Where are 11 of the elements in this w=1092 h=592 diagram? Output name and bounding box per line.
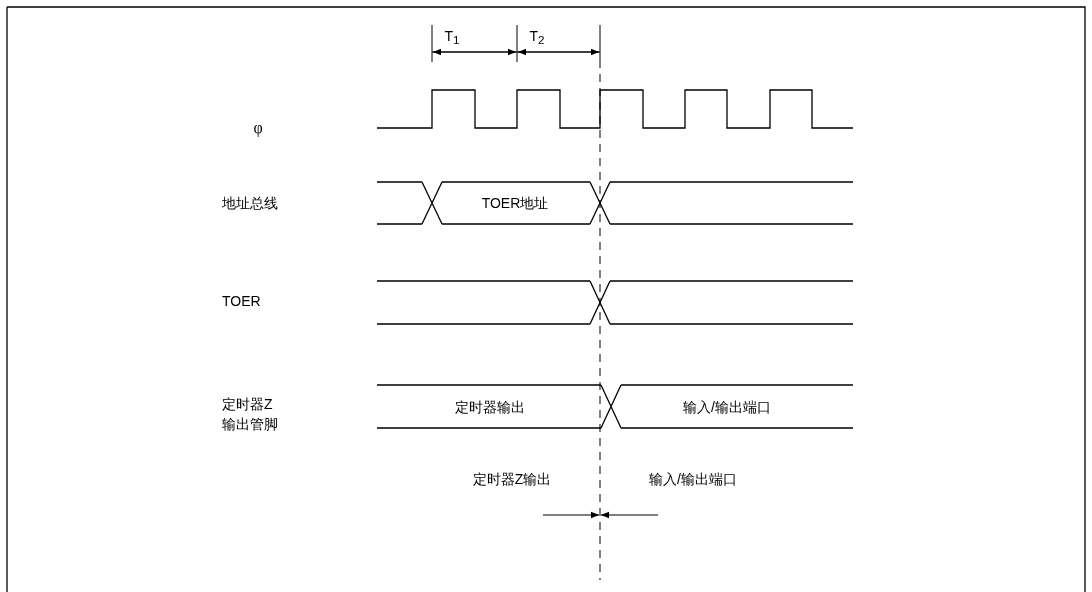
state-label: 定时器Z输出 — [472, 470, 552, 489]
signal-name: 地址总线 — [222, 194, 278, 213]
signal-name: TOER — [222, 292, 261, 311]
dimension-label: T$_{2}$ — [529, 26, 545, 49]
state-label: 输入/输出端口 — [649, 470, 737, 489]
bus-value-label: TOER地址 — [481, 194, 549, 213]
signal-name: φ — [253, 118, 263, 138]
signal-name: 定时器Z输出管脚 — [222, 395, 279, 434]
bus-value-label: 定时器输出 — [455, 398, 525, 417]
bus-value-label: 输入/输出端口 — [683, 398, 771, 417]
dimension-label: T$_{1}$ — [444, 26, 460, 49]
